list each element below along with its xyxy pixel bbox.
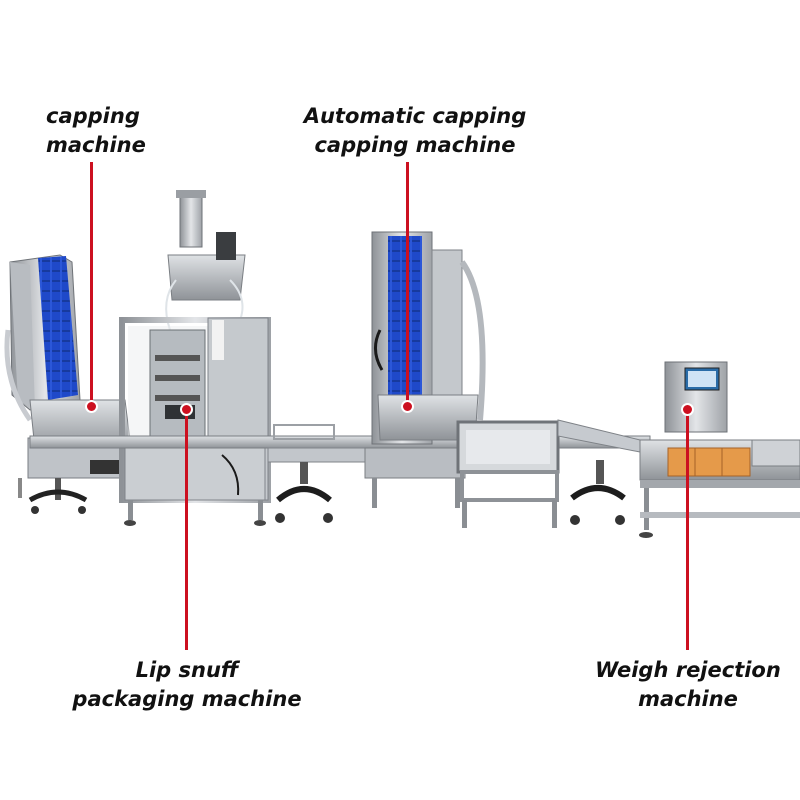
automatic-capping-marker-dot bbox=[401, 400, 414, 413]
automatic-capping-machine-label: Automatic capping capping machine bbox=[300, 102, 530, 160]
lip-snuff-label-line2: packaging machine bbox=[72, 687, 302, 711]
capping-marker-dot bbox=[85, 400, 98, 413]
lip-snuff-packaging-machine bbox=[119, 190, 271, 526]
capper-enclosure bbox=[456, 419, 641, 528]
lip-snuff-leader-line bbox=[185, 410, 188, 650]
weigh-rejection-label-line2: machine bbox=[638, 687, 738, 711]
weigh-rejection-marker-dot bbox=[681, 403, 694, 416]
capping-label-line1: capping bbox=[46, 104, 140, 128]
lip-snuff-label-line1: Lip snuff bbox=[135, 658, 239, 682]
automatic-capping-label-line1: Automatic capping bbox=[303, 104, 527, 128]
lip-snuff-marker-dot bbox=[180, 403, 193, 416]
automatic-capping-leader-line bbox=[406, 162, 409, 406]
capping-machine-label: capping machine bbox=[46, 102, 146, 160]
weigh-rejection-machine bbox=[639, 361, 800, 538]
weigh-rejection-machine-label: Weigh rejection machine bbox=[588, 656, 788, 714]
lip-snuff-packaging-machine-label: Lip snuff packaging machine bbox=[62, 656, 312, 714]
capping-leader-line bbox=[90, 162, 93, 406]
capping-machine bbox=[4, 254, 139, 514]
weigh-rejection-leader-line bbox=[686, 410, 689, 650]
weigh-rejection-label-line1: Weigh rejection bbox=[595, 658, 781, 682]
capping-label-line2: machine bbox=[46, 133, 146, 157]
automatic-capping-label-line2: capping machine bbox=[314, 133, 516, 157]
